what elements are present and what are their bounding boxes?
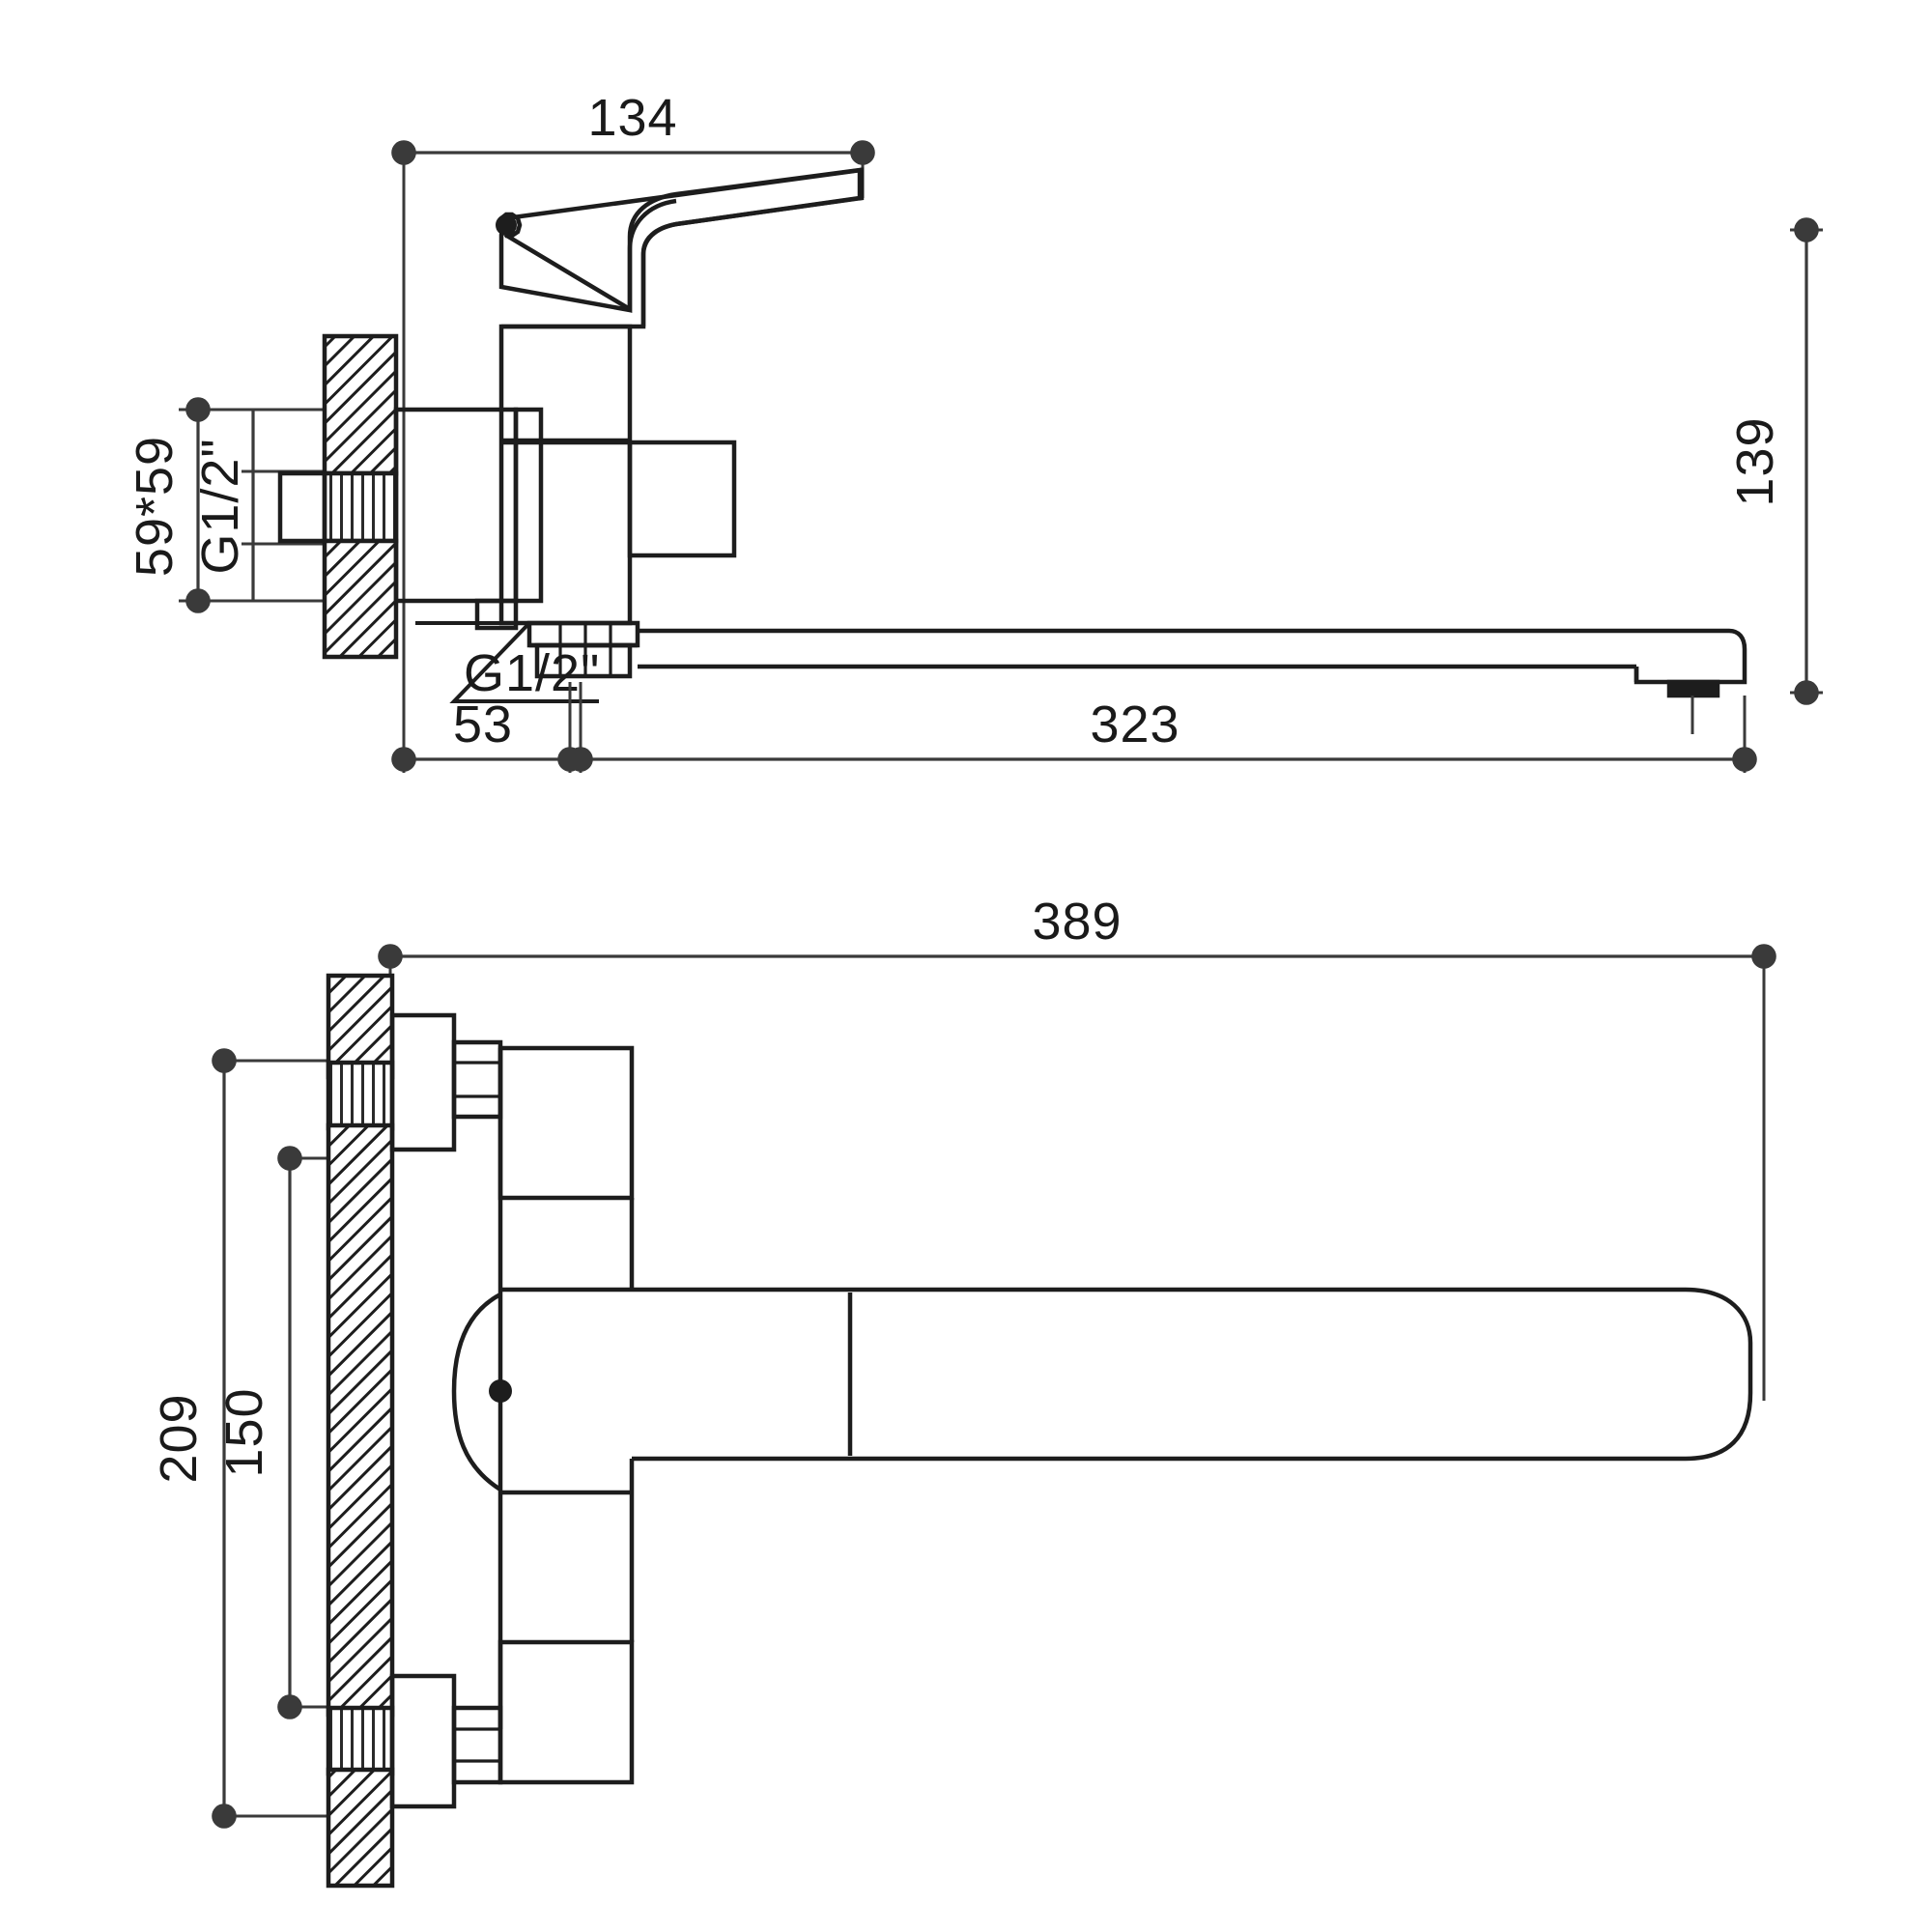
dimension-label-389: 389 — [1032, 893, 1122, 951]
dimension-label-59x59: 59*59 — [126, 436, 184, 577]
faucet-body-side — [389, 1012, 1753, 1809]
dimension-59x59: 59*59 — [126, 397, 406, 613]
handle-pivot — [496, 214, 517, 236]
leader-g12-bottom: G1/2" — [415, 621, 600, 703]
dimension-323: 323 — [568, 682, 1757, 773]
dimension-label-323: 323 — [1090, 696, 1179, 753]
dimension-53: 53 — [391, 667, 582, 773]
hex-coupling-nut — [526, 620, 640, 679]
dimension-label-g12-leader: G1/2" — [464, 644, 600, 702]
dimension-label-139: 139 — [1726, 416, 1784, 506]
spout-pivot — [489, 1379, 512, 1403]
dimension-label-53: 53 — [453, 696, 513, 753]
wall-section-hatch-side — [326, 973, 395, 1889]
wall-section-hatch — [322, 333, 399, 660]
dimension-label-g12-top: G1/2" — [191, 438, 249, 574]
dimension-139: 139 — [1726, 217, 1823, 705]
faucet-body-front — [277, 167, 1747, 734]
dimension-209: 209 — [150, 1048, 328, 1829]
dimension-label-209: 209 — [150, 1393, 208, 1483]
top-view-group: 134 139 59*59 G1/2" — [126, 89, 1823, 773]
bottom-view-group: 389 209 150 — [150, 893, 1776, 1889]
dimension-389: 389 — [378, 893, 1776, 1401]
dimension-label-134: 134 — [587, 89, 677, 147]
dimension-label-150: 150 — [215, 1387, 273, 1477]
dimension-134: 134 — [391, 89, 875, 667]
